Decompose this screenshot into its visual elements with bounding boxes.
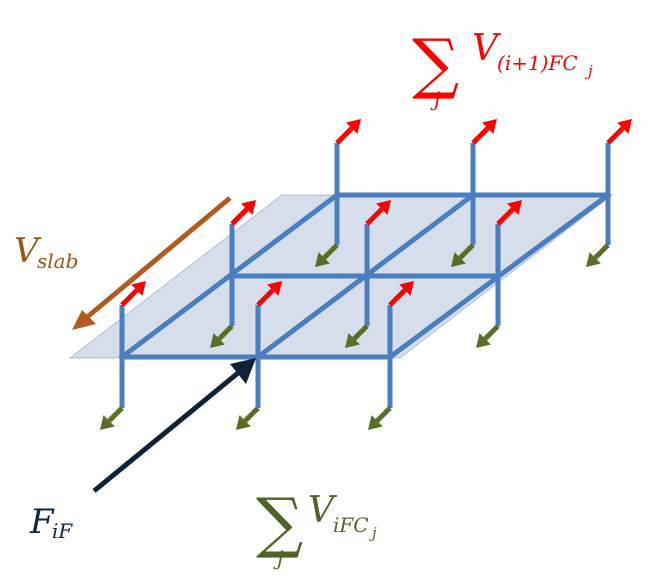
down-arrow	[368, 406, 392, 430]
up-arrow	[471, 119, 497, 145]
up-arrow	[230, 200, 256, 226]
bottom-sum-index: j	[273, 546, 283, 570]
up-arrow	[335, 119, 361, 145]
top-sum-label: ∑ j V (i+1)FC j	[412, 25, 593, 111]
bottom-sum-label: ∑ j V iFC j	[256, 484, 377, 570]
bottom-sum-var: V	[308, 490, 338, 531]
down-arrow	[345, 324, 369, 348]
up-arrow	[606, 119, 632, 145]
down-arrow	[586, 243, 610, 267]
up-arrow	[120, 281, 146, 307]
slab-sub: slab	[37, 249, 78, 273]
frame-posts	[119, 143, 611, 408]
top-sum-index: j	[430, 87, 440, 111]
force-var: F	[29, 502, 55, 542]
down-arrow	[236, 406, 260, 430]
up-arrow	[388, 281, 414, 307]
up-arrows	[120, 119, 632, 307]
down-arrow	[210, 324, 234, 348]
up-arrow	[365, 200, 391, 226]
bottom-sum-symbol: ∑	[256, 484, 303, 561]
up-arrow	[496, 200, 522, 226]
bottom-sum-sub: iFC	[333, 513, 369, 537]
slab-label: V slab	[14, 231, 78, 273]
top-sum-subsub: j	[585, 62, 593, 80]
top-sum-var: V	[472, 28, 502, 69]
down-arrows	[100, 243, 610, 430]
slab-var: V	[14, 231, 42, 271]
top-sum-symbol: ∑	[412, 25, 459, 102]
down-arrow	[100, 406, 124, 430]
force-arrow	[92, 358, 256, 493]
down-arrow	[451, 243, 475, 267]
slab-arrow	[72, 196, 232, 330]
down-arrow	[476, 324, 500, 348]
force-sub: iF	[52, 519, 73, 543]
down-arrow	[315, 243, 339, 267]
top-sum-sub: (i+1)FC	[497, 51, 578, 75]
force-label: F iF	[29, 502, 73, 543]
up-arrow	[256, 281, 282, 307]
bottom-sum-subsub: j	[369, 524, 377, 542]
